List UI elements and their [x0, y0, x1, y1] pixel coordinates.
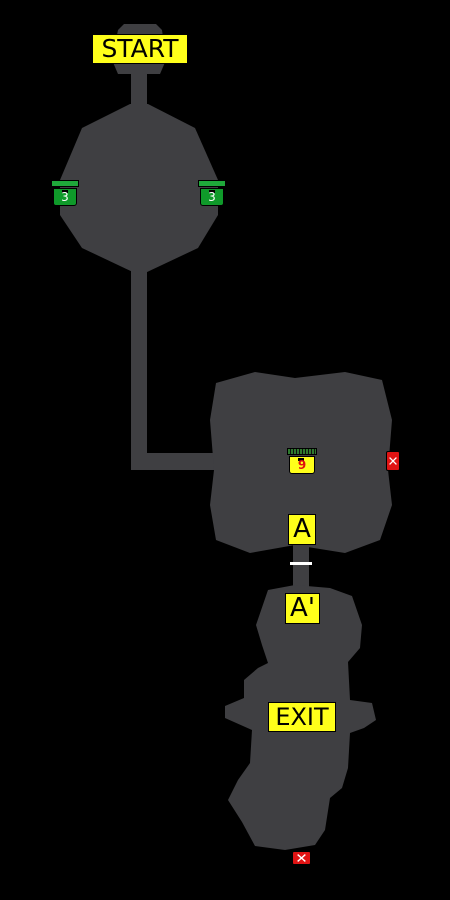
exit-label: EXIT: [268, 702, 336, 732]
corridor-a: [293, 540, 309, 600]
treasure-chest-icon: 9: [287, 448, 317, 474]
warp-a-prime-label: A': [285, 593, 320, 624]
treasure-chest-icon: 3: [198, 180, 226, 206]
chest-count: 3: [61, 190, 69, 204]
corridor-horizontal: [131, 453, 221, 470]
treasure-chest-icon: 3: [51, 180, 79, 206]
chest-count: 9: [297, 458, 307, 472]
warp-a-label: A: [288, 514, 316, 545]
chest-count: 3: [208, 190, 216, 204]
start-label: START: [92, 34, 188, 64]
blocked-x-icon: [292, 851, 311, 865]
corridor-start: [131, 72, 147, 108]
corridor-vertical: [131, 268, 147, 470]
octagon-hall: [60, 104, 218, 273]
blocked-x-icon: [386, 451, 400, 471]
door-line: [290, 562, 312, 565]
